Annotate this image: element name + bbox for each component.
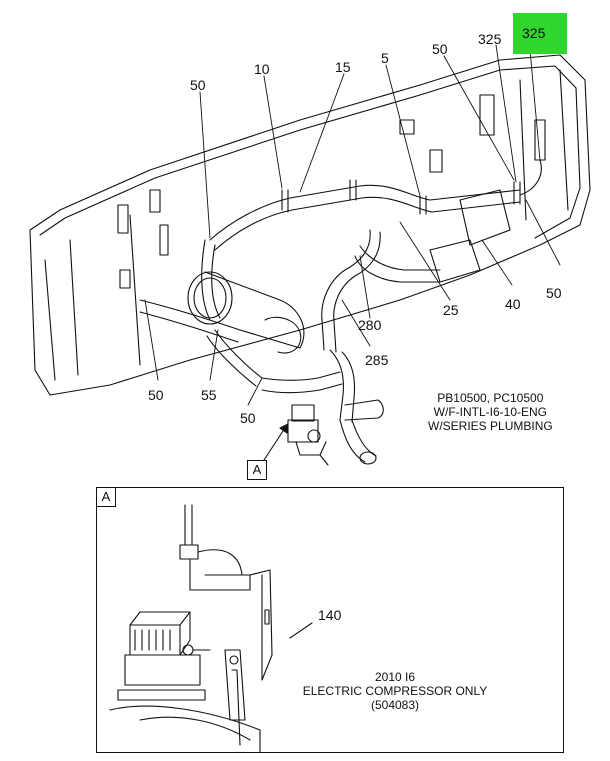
callout-50-top-left[interactable]: 50 (190, 77, 206, 93)
callout-50-top-right[interactable]: 50 (432, 41, 448, 57)
callout-50-bottom-left[interactable]: 50 (148, 387, 164, 403)
main-note: PB10500, PC10500 W/F-INTL-I6-10-ENG W/SE… (428, 391, 553, 433)
highlighted-callout-325[interactable]: 325 (513, 13, 567, 54)
callout-5[interactable]: 5 (381, 50, 389, 66)
callout-10[interactable]: 10 (254, 61, 270, 77)
main-note-line-1: PB10500, PC10500 (437, 391, 544, 405)
detail-drawing (109, 504, 313, 753)
callout-50-bottom-mid[interactable]: 50 (240, 410, 256, 426)
dash-panel (29, 54, 591, 396)
view-a-marker[interactable]: A (247, 460, 267, 480)
detail-note-line-3: (504083) (370, 698, 420, 712)
center-hoses (261, 229, 441, 465)
callout-285[interactable]: 285 (365, 352, 389, 368)
heater-canister (187, 271, 305, 354)
valve-assembly (287, 404, 329, 466)
callout-325-highlight[interactable]: 325 (522, 25, 546, 41)
callout-280[interactable]: 280 (358, 317, 382, 333)
lower-hose (139, 239, 263, 387)
detail-note-line-2: ELECTRIC COMPRESSOR ONLY (302, 684, 488, 698)
main-note-line-3: W/SERIES PLUMBING (428, 419, 553, 433)
callout-40[interactable]: 40 (505, 296, 521, 312)
upper-hose (209, 159, 542, 251)
detail-note: 2010 I6 ELECTRIC COMPRESSOR ONLY (504083… (290, 670, 500, 712)
leader-lines (144, 44, 561, 406)
callout-325[interactable]: 325 (478, 31, 502, 47)
detail-view-a: A (96, 487, 564, 753)
callout-15[interactable]: 15 (335, 59, 351, 75)
callout-55[interactable]: 55 (201, 387, 217, 403)
main-note-line-2: W/F-INTL-I6-10-ENG (433, 405, 548, 419)
detail-view-label: A (97, 488, 116, 507)
detail-note-line-1: 2010 I6 (374, 670, 416, 684)
callout-25[interactable]: 25 (443, 302, 459, 318)
callout-140[interactable]: 140 (318, 607, 342, 623)
view-arrow (263, 423, 289, 461)
callout-50-right[interactable]: 50 (546, 285, 562, 301)
